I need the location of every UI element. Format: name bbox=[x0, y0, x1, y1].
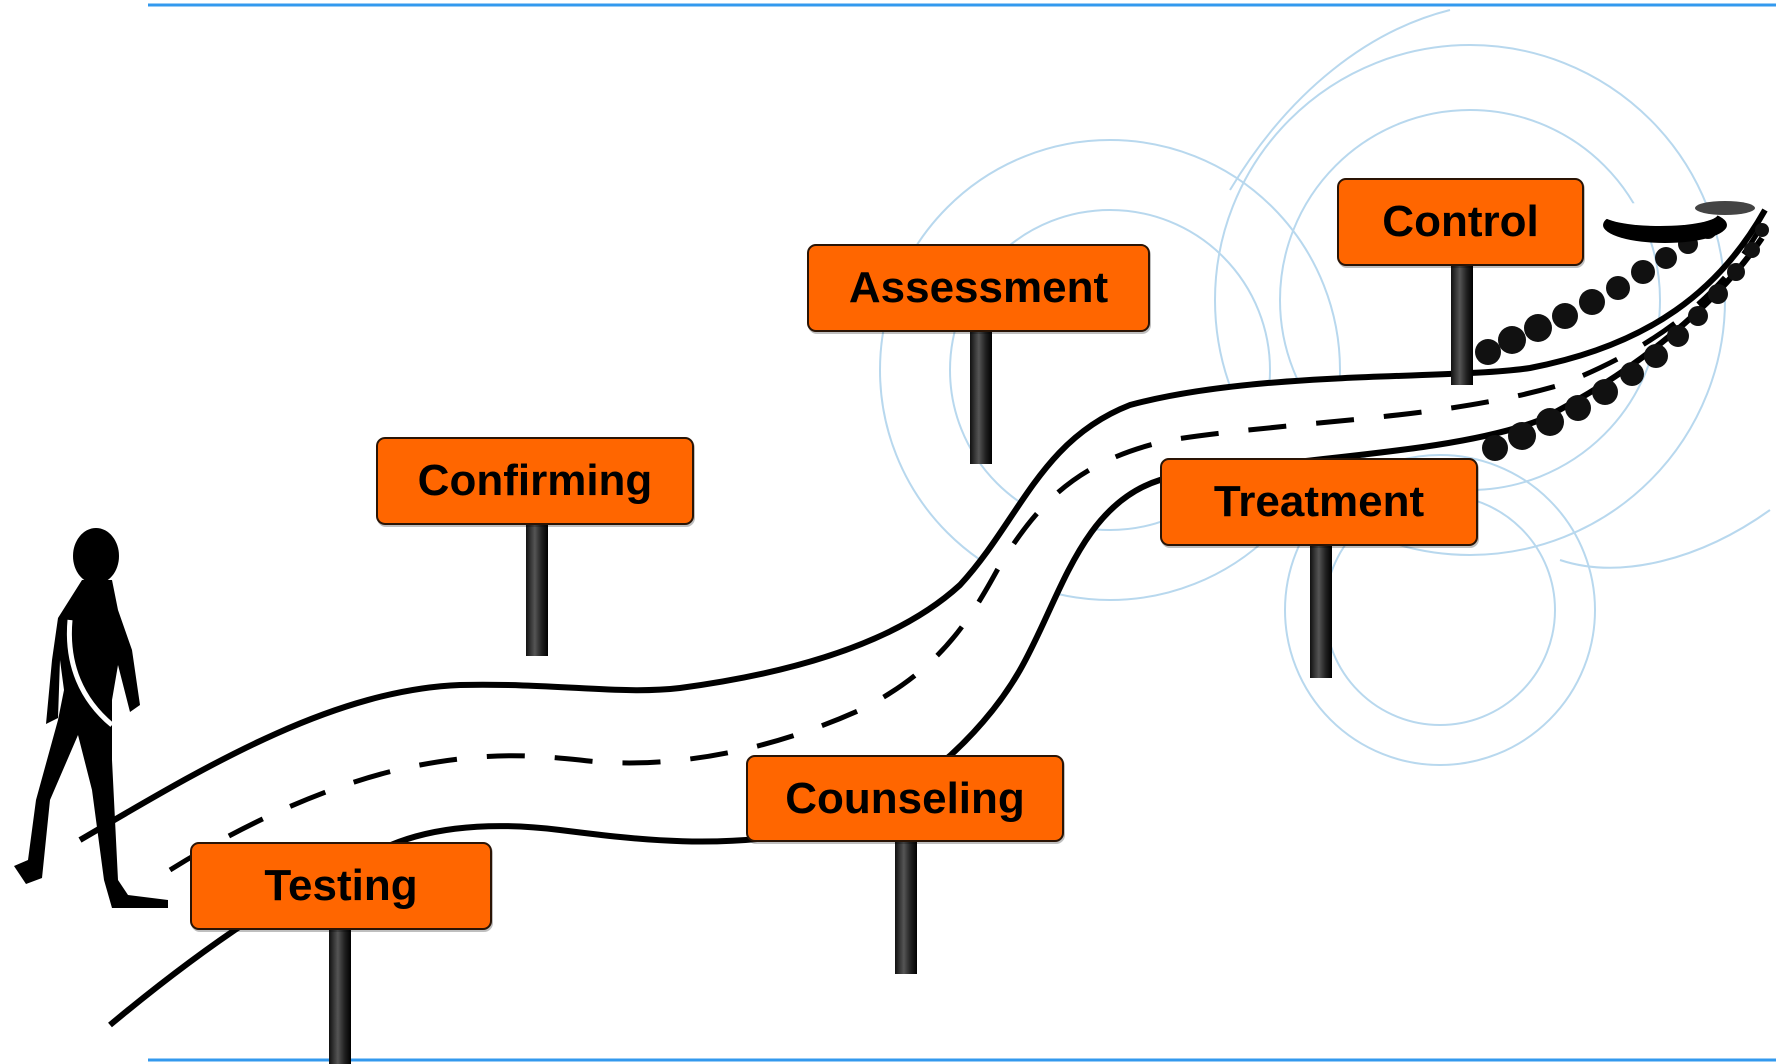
post-confirming bbox=[526, 518, 548, 656]
sign-confirming: Confirming bbox=[376, 437, 694, 525]
post-control bbox=[1451, 260, 1473, 385]
post-counseling bbox=[895, 836, 917, 974]
cloud-icon bbox=[1602, 201, 1755, 243]
sign-control: Control bbox=[1337, 178, 1584, 266]
road-surface bbox=[80, 210, 1765, 1025]
tree-line-icon bbox=[1475, 221, 1769, 461]
sign-assessment: Assessment bbox=[807, 244, 1150, 332]
sign-counseling: Counseling bbox=[746, 755, 1064, 842]
sign-treatment: Treatment bbox=[1160, 458, 1478, 546]
post-treatment bbox=[1310, 540, 1332, 678]
road-upper-edge bbox=[78, 208, 1768, 843]
post-testing bbox=[329, 925, 351, 1064]
post-assessment bbox=[970, 327, 992, 464]
walking-person-icon bbox=[14, 528, 168, 908]
road-center-line bbox=[168, 223, 1765, 873]
sign-testing: Testing bbox=[190, 842, 492, 930]
